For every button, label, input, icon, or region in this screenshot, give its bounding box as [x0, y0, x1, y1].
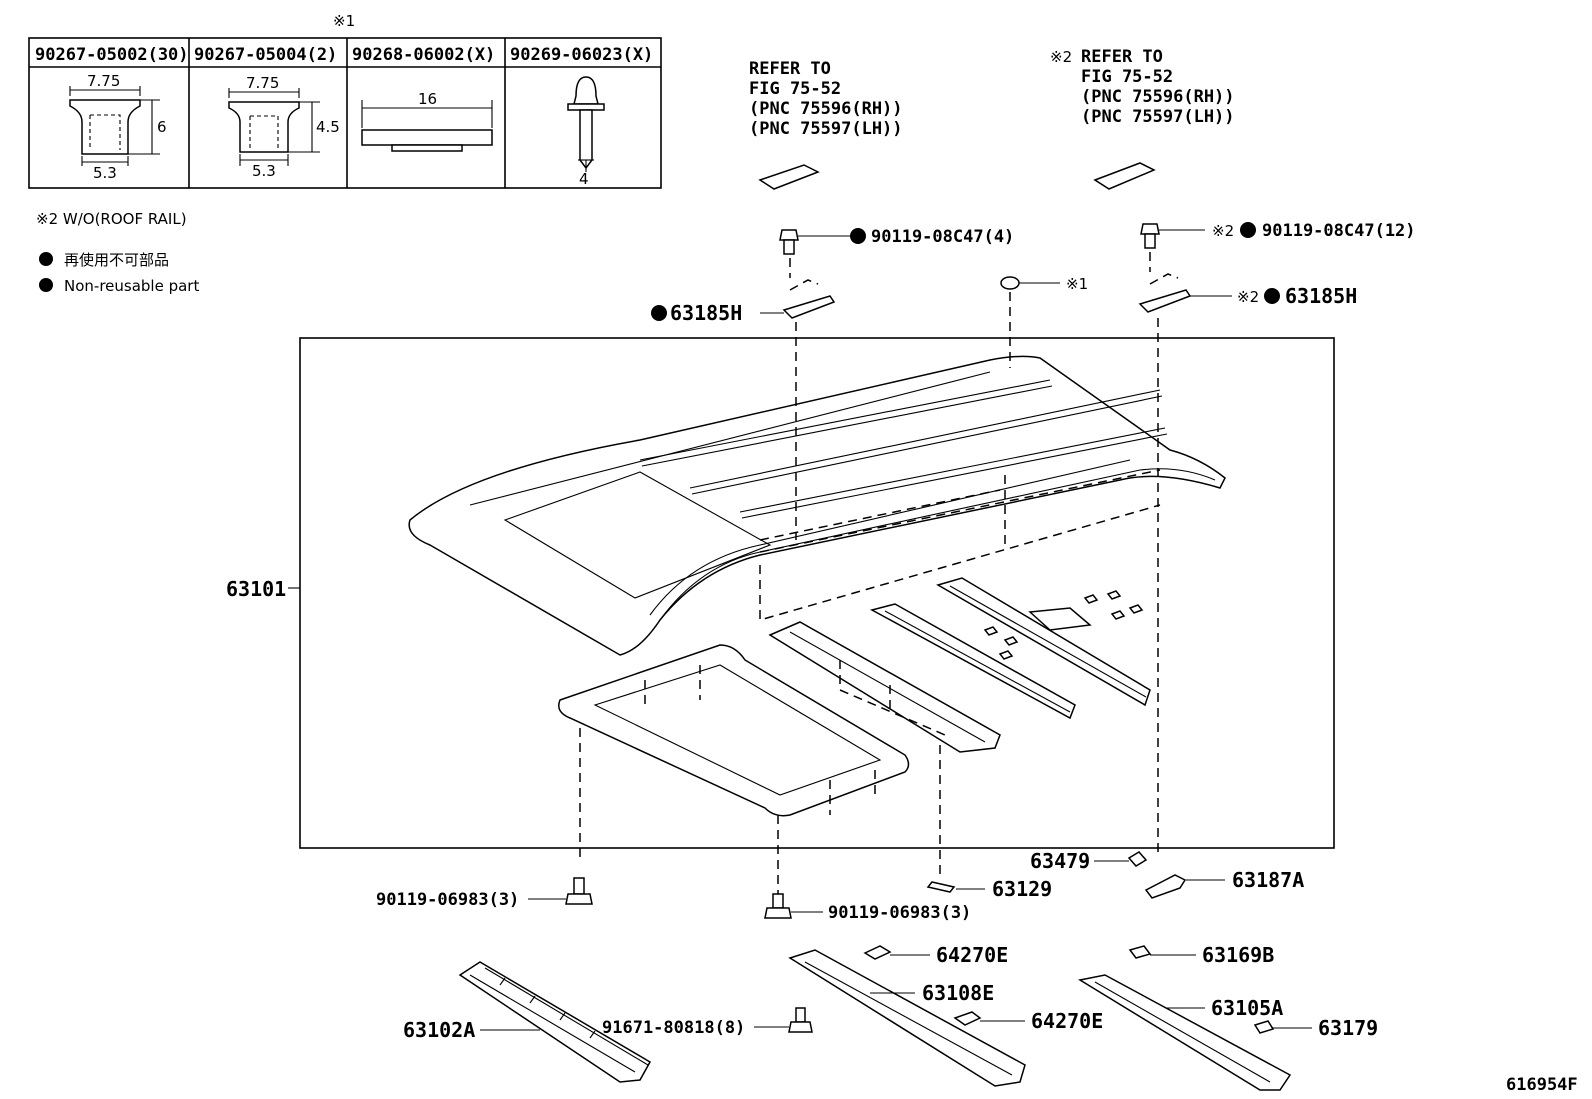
bolt-right — [1140, 223, 1205, 249]
label-bolt-bottom-mid: 90119-06983(3) — [828, 903, 971, 923]
table-header-col2: 90267-05004(2) — [194, 45, 337, 65]
label-63179: 63179 — [1318, 1016, 1378, 1040]
svg-text:※2: ※2 — [1237, 288, 1259, 306]
trim-strip-icon — [1093, 162, 1156, 190]
bolt-91671 — [754, 1007, 813, 1033]
bolt-left — [779, 229, 850, 255]
non-reusable-dot-icon — [651, 305, 667, 321]
plug-7-75-icon — [69, 86, 160, 166]
roof-assembly-frame — [299, 337, 1335, 849]
pad-set — [983, 590, 1144, 660]
clip-right — [1138, 252, 1232, 313]
svg-text:FIG 75-52: FIG 75-52 — [1081, 67, 1173, 87]
label-bolt-91671: 91671-80818(8) — [602, 1018, 745, 1038]
svg-text:※2: ※2 — [1212, 222, 1234, 240]
label-bolt-bottom-left: 90119-06983(3) — [376, 890, 519, 910]
label-64270E-bottom: 64270E — [1031, 1009, 1103, 1033]
note-wo-roof-rail: ※2 W/O(ROOF RAIL) — [36, 210, 187, 228]
label-63479: 63479 — [1030, 849, 1090, 873]
clip-left — [760, 258, 836, 319]
dim-col2-bottom: 5.3 — [252, 162, 276, 180]
table-header-col1: 90267-05002(30) — [35, 45, 189, 65]
svg-text:※2: ※2 — [1050, 48, 1072, 66]
trim-strip-icon — [758, 164, 820, 190]
label-bolt-right: 90119-08C47(12) — [1262, 221, 1416, 241]
non-reusable-dot-icon — [850, 228, 866, 244]
label-63129: 63129 — [992, 877, 1052, 901]
sunroof-reinforcement — [558, 644, 910, 817]
fastener-table: ※1 90267-05002(30) 90267-05004(2) 90268-… — [28, 12, 662, 189]
dim-col4-width: 4 — [579, 170, 589, 188]
label-63102A: 63102A — [403, 1018, 475, 1042]
pad-63129-icon — [926, 881, 956, 893]
dim-col1-top: 7.75 — [87, 72, 120, 90]
bracket-63187A-icon — [1144, 874, 1187, 899]
table-header-col4: 90269-06023(X) — [510, 45, 653, 65]
plug-icon — [1000, 276, 1020, 290]
tape-16-icon — [361, 100, 493, 152]
plug-4-5-icon — [228, 88, 320, 166]
label-63108E: 63108E — [922, 981, 994, 1005]
label-roof-panel: 63101 — [226, 577, 286, 601]
label-clip-right: 63185H — [1285, 284, 1357, 308]
refer-left: REFER TO FIG 75-52 (PNC 75596(RH)) (PNC … — [749, 59, 903, 190]
bow-63108E — [788, 945, 1026, 1087]
non-reusable-dot-icon — [1264, 288, 1280, 304]
roof-bow-mid — [869, 603, 1076, 720]
legend-nonreusable-jp: 再使用不可部品 — [64, 251, 169, 269]
bow-63105A — [1077, 945, 1292, 1091]
header-63102A — [458, 961, 652, 1083]
dim-col1-height: 6 — [157, 118, 167, 136]
label-64270E-top: 64270E — [936, 943, 1008, 967]
legend-nonreusable-en: Non-reusable part — [64, 277, 199, 295]
roof-bow-front — [768, 621, 1001, 753]
svg-text:REFER TO: REFER TO — [1081, 47, 1163, 67]
pin-clip-icon — [567, 76, 605, 172]
non-reusable-dot-icon — [39, 278, 53, 292]
bolt-bottom-mid — [764, 893, 823, 919]
label-clip-left: 63185H — [670, 301, 742, 325]
roof-panel — [408, 355, 1226, 656]
non-reusable-dot-icon — [1240, 222, 1256, 238]
table-header-col3: 90268-06002(X) — [352, 45, 495, 65]
svg-text:(PNC 75596(RH)): (PNC 75596(RH)) — [749, 99, 903, 119]
bolt-bottom-left — [528, 877, 593, 905]
svg-text:(PNC 75596(RH)): (PNC 75596(RH)) — [1081, 87, 1235, 107]
svg-text:(PNC 75597(LH)): (PNC 75597(LH)) — [749, 119, 903, 139]
dim-col2-height: 4.5 — [316, 118, 340, 136]
label-63187A: 63187A — [1232, 868, 1304, 892]
pad-63479-icon — [1127, 851, 1148, 867]
non-reusable-dot-icon — [39, 252, 53, 266]
label-63105A: 63105A — [1211, 996, 1283, 1020]
roof-bow-rear — [936, 577, 1151, 707]
svg-text:FIG 75-52: FIG 75-52 — [749, 79, 841, 99]
dim-col2-top: 7.75 — [246, 74, 279, 92]
label-63169B: 63169B — [1202, 943, 1274, 967]
table-marker: ※1 — [333, 12, 355, 30]
dim-col3-length: 16 — [418, 90, 437, 108]
dim-col1-bottom: 5.3 — [93, 164, 117, 182]
svg-text:REFER TO: REFER TO — [749, 59, 831, 79]
label-bolt-left: 90119-08C47(4) — [871, 227, 1014, 247]
refer-right: ※2 REFER TO FIG 75-52 (PNC 75596(RH)) (P… — [1050, 47, 1235, 190]
svg-text:※1: ※1 — [1066, 275, 1088, 293]
figure-id: 616954F — [1506, 1075, 1578, 1095]
svg-text:(PNC 75597(LH)): (PNC 75597(LH)) — [1081, 107, 1235, 127]
